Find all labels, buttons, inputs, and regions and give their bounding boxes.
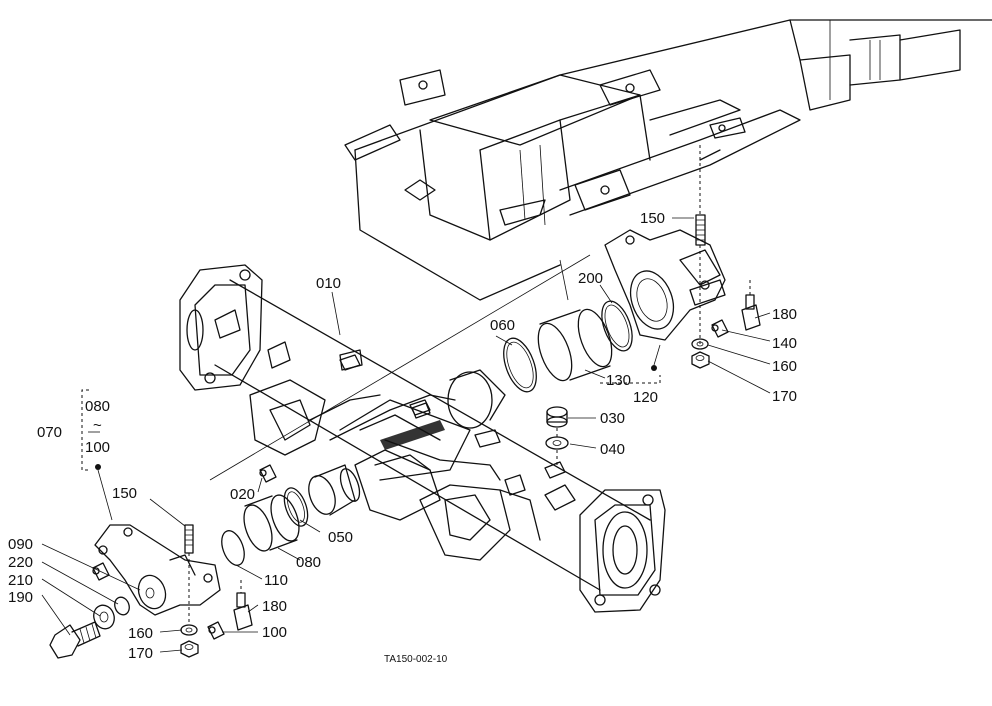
washer-220 — [114, 596, 130, 616]
leader-lines — [41, 217, 771, 653]
label-050: 050 — [328, 529, 353, 546]
part-labels: 010 020 030 040 050 060 070 080 ~ 100 08… — [8, 210, 797, 665]
leader-line — [209, 254, 591, 481]
plug-030 — [546, 406, 568, 428]
group-bracket-070 — [81, 389, 89, 471]
label-080-range-start: 080 — [85, 398, 110, 415]
label-030: 030 — [600, 410, 625, 427]
label-140: 140 — [772, 335, 797, 352]
leader-line — [559, 259, 569, 301]
label-110: 110 — [264, 572, 288, 589]
stud-150-right — [695, 145, 706, 345]
grease-fitting-020 — [259, 464, 277, 483]
label-180-left: 180 — [262, 598, 287, 615]
nut-170-right — [691, 351, 710, 369]
bushing-130 — [537, 308, 613, 382]
grease-fitting-100 — [207, 621, 225, 640]
group-dot-120 — [651, 365, 657, 371]
figure-code: TA150-002-10 — [384, 654, 448, 665]
o-ring-050 — [283, 487, 309, 527]
label-100: 100 — [262, 624, 287, 641]
stud-150-left — [184, 524, 194, 625]
label-100-range-end: 100 — [85, 439, 110, 456]
bracket-070 — [94, 524, 221, 616]
label-080: 080 — [296, 554, 321, 571]
label-150-right: 150 — [640, 210, 665, 227]
label-090: 090 — [8, 536, 33, 553]
label-130: 130 — [606, 372, 631, 389]
label-170-left: 170 — [128, 645, 153, 662]
thrust-washer-110 — [221, 530, 245, 566]
label-190: 190 — [8, 589, 33, 606]
label-150-left: 150 — [112, 485, 137, 502]
o-ring-200 — [601, 300, 633, 352]
label-range-tilde: ~ — [93, 417, 102, 434]
bolt-180-left — [233, 580, 253, 631]
label-020: 020 — [230, 486, 255, 503]
label-170-right: 170 — [772, 388, 797, 405]
washer-040 — [545, 436, 569, 450]
grease-fitting-140 — [711, 319, 729, 338]
label-210: 210 — [8, 572, 33, 589]
label-200: 200 — [578, 270, 603, 287]
label-180-right: 180 — [772, 306, 797, 323]
label-070: 070 — [37, 424, 62, 441]
label-120: 120 — [633, 389, 658, 406]
bolt-180-right — [741, 280, 761, 331]
label-160-left: 160 — [128, 625, 153, 642]
front-axle-housing — [179, 264, 666, 613]
label-040: 040 — [600, 441, 625, 458]
nut-170-left — [180, 640, 199, 658]
washer-160-left — [180, 624, 198, 636]
bracket-120 — [604, 229, 726, 341]
group-bracket-120 — [600, 375, 661, 384]
group-dot-070 — [95, 464, 101, 470]
washer-210 — [93, 604, 115, 630]
label-010: 010 — [316, 275, 341, 292]
o-ring-060 — [503, 337, 537, 393]
label-060: 060 — [490, 317, 515, 334]
bolt-190 — [49, 621, 101, 659]
bushing-080 — [243, 494, 300, 552]
label-220: 220 — [8, 554, 33, 571]
washer-160-right — [691, 338, 709, 350]
tractor-frame — [344, 19, 992, 301]
pivot-shaft — [308, 464, 361, 516]
label-160-right: 160 — [772, 358, 797, 375]
